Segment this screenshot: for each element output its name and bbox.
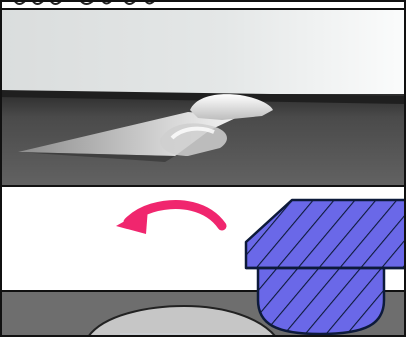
tool-lower-body	[256, 266, 386, 336]
upper-panel	[0, 10, 406, 187]
rotate-arrow-icon	[116, 200, 227, 234]
lower-mound	[86, 304, 278, 337]
lower-panel	[0, 187, 406, 337]
upper-surface	[0, 10, 406, 94]
edge-shadow	[0, 90, 406, 104]
cutter-highlight	[170, 126, 215, 140]
top-strip	[0, 0, 406, 10]
groove-shadow	[18, 152, 175, 162]
hatched-tool	[244, 198, 406, 336]
tool-upper-body	[244, 198, 406, 270]
cutter-bump	[190, 94, 273, 120]
partial-glyphs	[13, 0, 156, 5]
